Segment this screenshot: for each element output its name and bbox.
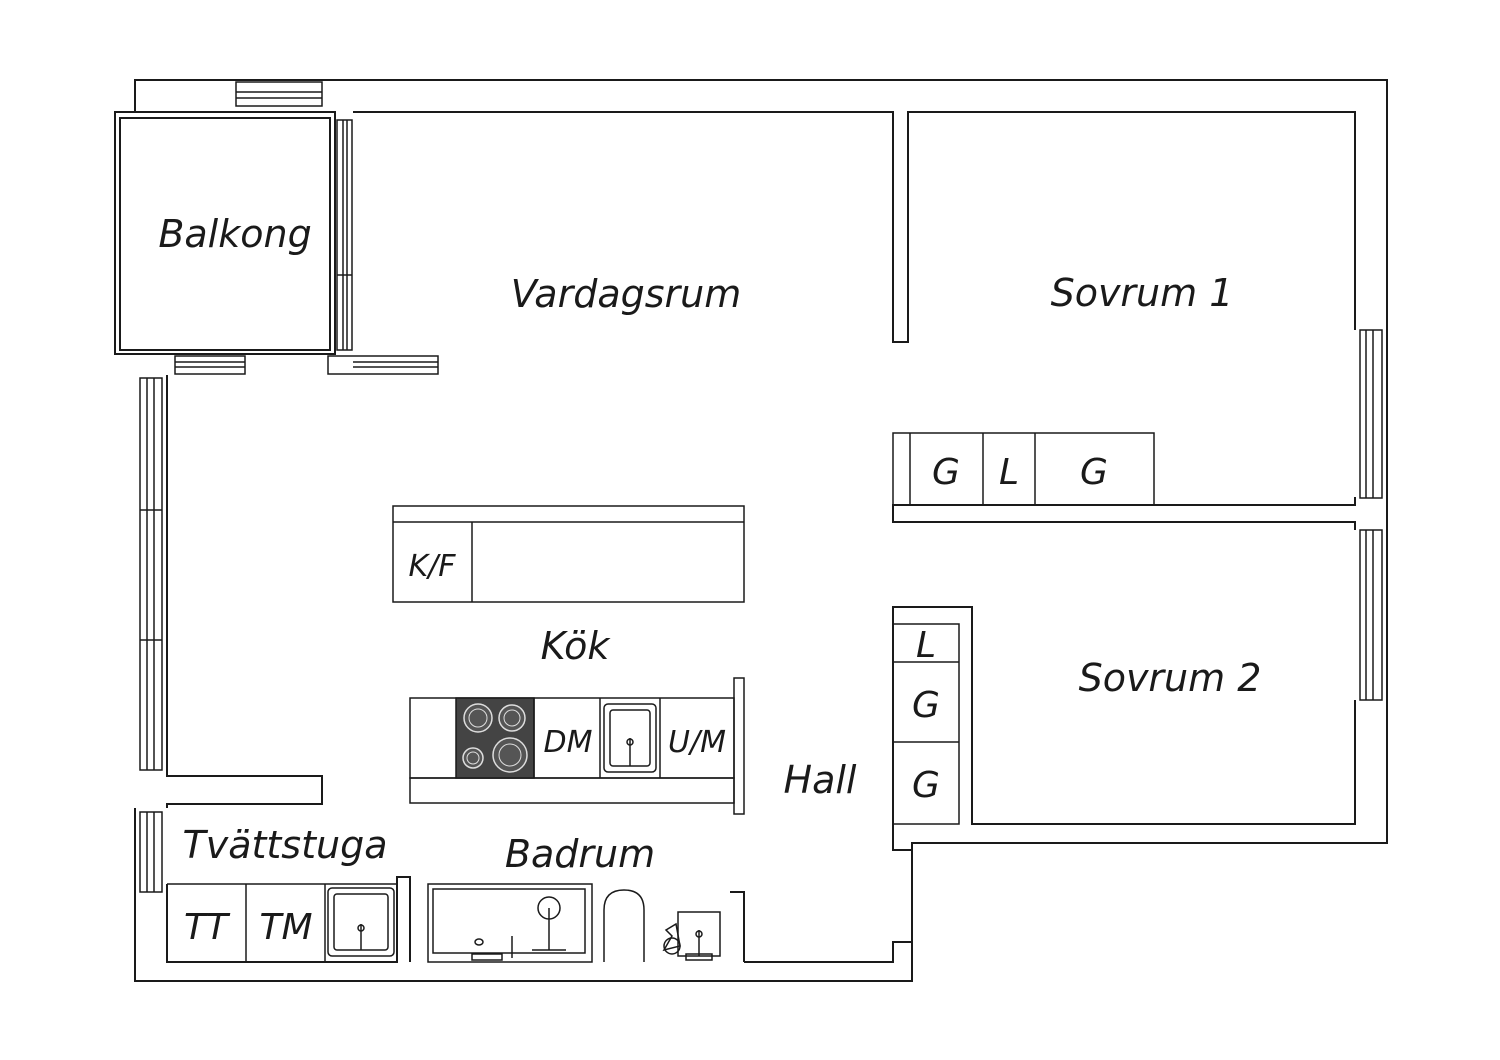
outer-walls: [134, 79, 1388, 982]
laundry-fixtures: TT TM: [167, 883, 397, 962]
room-label-balkong: Balkong: [158, 212, 311, 256]
wardrobe-bedroom-2: L G G: [892, 623, 960, 825]
room-label-tvattstuga: Tvättstuga: [183, 823, 388, 867]
room-label-badrum: Badrum: [505, 832, 655, 876]
bathtub-icon: [427, 883, 593, 963]
toilet-icon: [603, 889, 645, 962]
room-label-hall: Hall: [784, 758, 857, 802]
kitchen-fridge-counter: K/F: [392, 505, 745, 603]
room-labels: Balkong Vardagsrum Sovrum 1 Sovrum 2 Kök…: [158, 212, 1261, 876]
oven-microwave-label: U/M: [668, 725, 726, 760]
wardrobe-g-label: G: [912, 765, 940, 806]
washing-machine-label: TM: [259, 907, 312, 948]
room-label-sovrum-1: Sovrum 1: [1051, 271, 1234, 315]
sink-icon: [603, 703, 657, 773]
wardrobe-l-label: L: [916, 625, 936, 666]
room-label-sovrum-2: Sovrum 2: [1079, 656, 1262, 700]
stove-icon: [455, 697, 535, 779]
windows: [139, 119, 1383, 893]
wardrobe-g-label: G: [912, 685, 940, 726]
room-label-vardagsrum: Vardagsrum: [511, 272, 742, 316]
kitchen-counter: DM U/M: [409, 677, 745, 815]
tumble-dryer-label: TT: [184, 907, 231, 948]
room-label-kok: Kök: [541, 624, 612, 668]
bathroom-fixtures: [427, 883, 721, 963]
washbasin-icon: [662, 911, 721, 961]
balcony: [114, 81, 336, 355]
wardrobe-bedroom-1: G L G: [892, 432, 1155, 506]
fridge-freezer-label: K/F: [408, 549, 456, 584]
dishwasher-label: DM: [544, 725, 593, 760]
sink-icon: [327, 887, 395, 957]
wardrobe-g-label: G: [1080, 452, 1108, 493]
wardrobe-l-label: L: [999, 452, 1019, 493]
wardrobe-g-label: G: [932, 452, 960, 493]
